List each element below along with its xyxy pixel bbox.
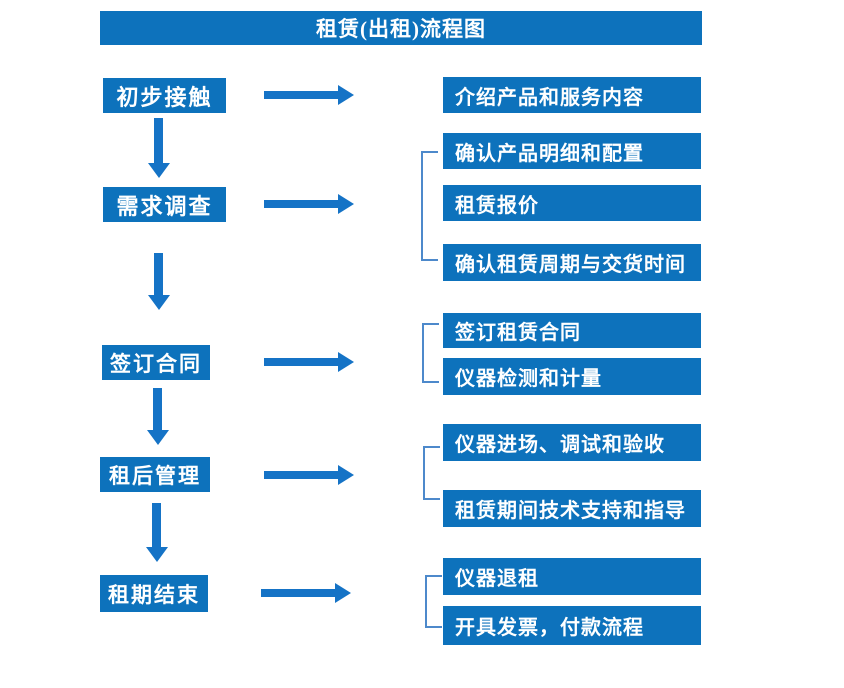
step-box-post-rental-management: 租后管理 [100,457,210,492]
group-bracket-3 [423,446,440,500]
output-box-confirm-rental-period: 确认租赁周期与交货时间 [443,244,701,281]
output-box-instrument-setup-acceptance: 仪器进场、调试和验收 [443,424,701,461]
output-box-rental-quotation: 租赁报价 [443,185,701,221]
flow-arrow-down-3 [153,388,162,430]
output-box-sign-rental-contract: 签订租赁合同 [443,313,701,348]
flow-arrow-right-1 [264,91,338,99]
flow-arrow-down-4 [152,503,161,547]
flow-arrow-right-2 [264,200,338,208]
step-box-rental-end: 租期结束 [100,575,208,612]
output-box-instrument-testing: 仪器检测和计量 [443,358,701,395]
output-box-confirm-product-details: 确认产品明细和配置 [443,133,701,169]
flow-arrow-right-5 [261,589,335,597]
step-box-sign-contract: 签订合同 [102,345,210,380]
step-box-initial-contact: 初步接触 [103,78,226,113]
group-bracket-1 [421,151,438,261]
flow-arrow-right-4 [264,471,338,479]
output-box-instrument-return: 仪器退租 [443,558,701,595]
flow-arrow-down-1 [154,118,163,163]
group-bracket-2 [422,323,439,383]
group-bracket-4 [425,575,442,628]
output-box-technical-support: 租赁期间技术支持和指导 [443,490,701,527]
output-box-introduce-products: 介绍产品和服务内容 [443,77,701,113]
flow-arrow-right-3 [264,358,338,366]
title-bar: 租赁(出租)流程图 [100,11,702,45]
step-box-demand-survey: 需求调查 [103,187,226,222]
page-title: 租赁(出租)流程图 [316,17,486,41]
output-box-invoice-payment: 开具发票，付款流程 [443,606,701,645]
flow-arrow-down-2 [154,253,163,295]
